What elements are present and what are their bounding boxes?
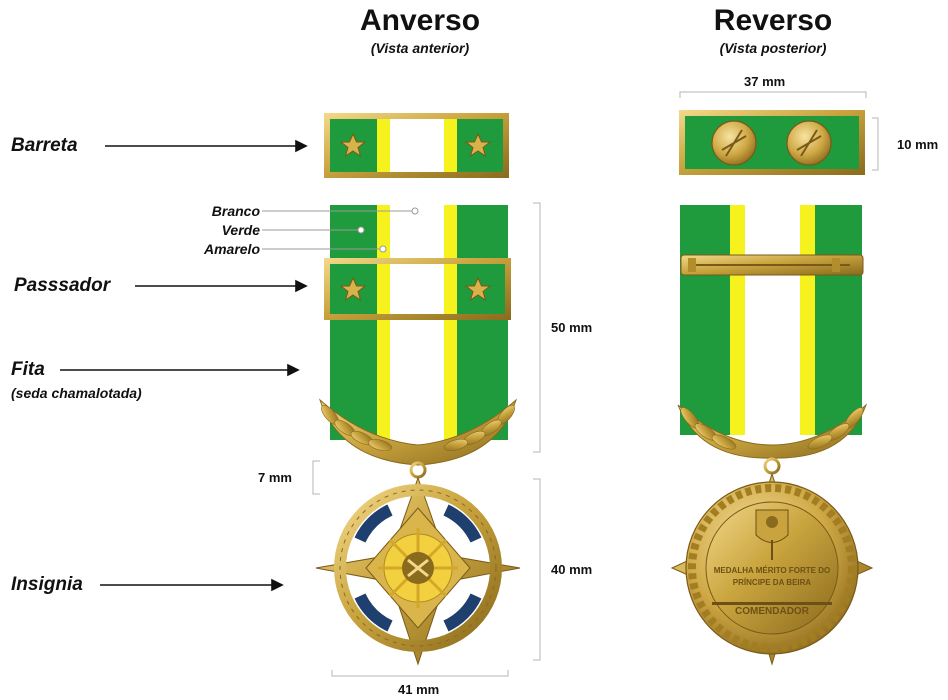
dimension-lines [312,91,879,677]
label-passador: Passsador [14,275,111,296]
back-ribbon [680,205,862,435]
label-insignia: Insignia [11,574,83,595]
reverse-inscription-rank: COMENDADOR [735,606,809,617]
color-label-branco: Branco [211,203,260,219]
front-ribbon [330,205,508,440]
color-label-amarelo: Amarelo [203,241,260,257]
back-ribbon-bar [679,110,865,175]
front-laurel [318,398,518,479]
dim-7mm: 7 mm [258,470,292,485]
front-ribbon-bar [324,113,509,178]
back-view-title: Reverso [713,4,833,37]
dim-40mm: 40 mm [551,562,593,577]
color-callouts [262,207,419,253]
dim-10mm: 10 mm [897,137,939,152]
label-fita-note: (seda chamalotada) [11,385,142,401]
front-passador [324,258,511,320]
reverse-inscription-line1: MEDALHA MÉRITO FORTE DO [713,566,831,575]
back-view-subtitle: (Vista posterior) [719,40,827,56]
label-arrows [60,139,308,592]
front-insignia [315,476,521,666]
back-laurel [677,403,868,475]
color-label-verde: Verde [221,222,260,238]
back-insignia [670,472,874,666]
label-barreta: Barreta [11,135,78,156]
back-pin-bar [680,254,864,276]
dim-41mm: 41 mm [398,682,440,697]
dim-37mm: 37 mm [744,74,786,89]
label-fita: Fita [11,359,45,380]
reverse-inscription-line2: PRÍNCIPE DA BEIRA [732,578,812,587]
dim-50mm: 50 mm [551,320,593,335]
front-view-title: Anverso [359,4,481,37]
front-view-subtitle: (Vista anterior) [370,40,470,56]
